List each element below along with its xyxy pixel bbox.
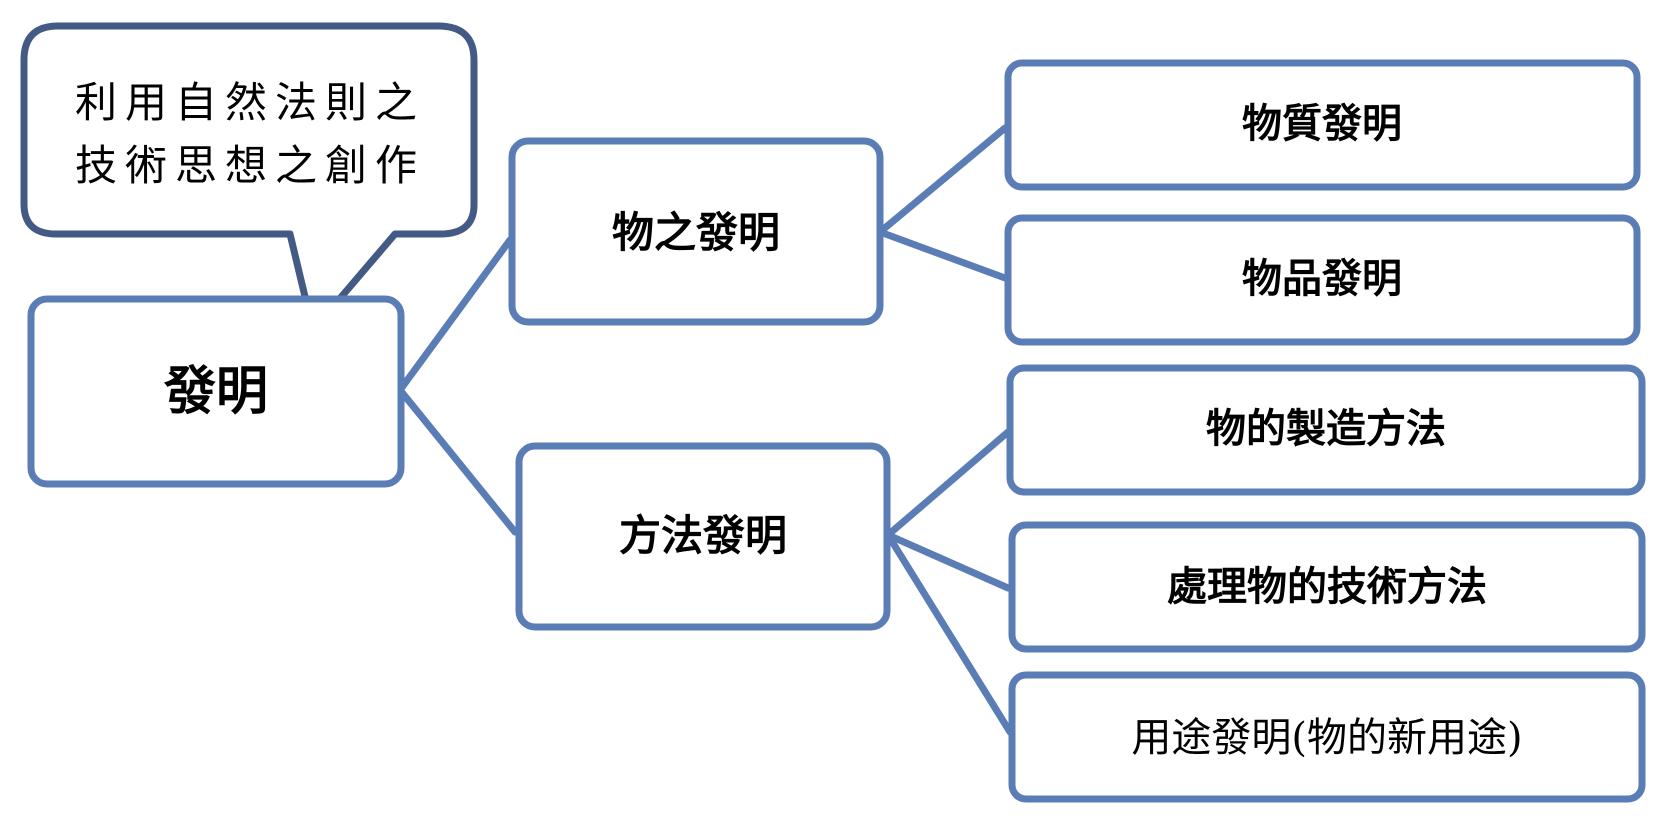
leaf-processing-method-box <box>1008 521 1646 653</box>
node-root-label: 發明 <box>163 361 268 422</box>
connector-product-substance <box>876 124 1009 236</box>
leaf-substance-invention-box <box>1004 59 1641 191</box>
node-method-invention: 方法發明 <box>515 442 891 631</box>
connectors <box>396 124 1014 736</box>
leaf-article-invention-box <box>1004 214 1641 346</box>
connector-root-method <box>396 386 519 536</box>
connector-method-processing <box>884 531 1012 592</box>
connector-root-product <box>396 236 514 394</box>
node-product-invention-label: 物之發明 <box>612 208 780 257</box>
node-method-invention-label: 方法發明 <box>619 511 787 560</box>
leaf-use-invention-box <box>1008 671 1646 803</box>
leaf-manufacturing-method: 物的製造方法 <box>1006 364 1646 496</box>
connector-method-manufacture <box>884 428 1012 539</box>
leaf-article-invention: 物品發明 <box>1004 214 1641 346</box>
node-product-invention-box <box>508 137 884 326</box>
node-product-invention: 物之發明 <box>508 137 884 326</box>
callout-text-line-1: 利用自然法則之 <box>75 78 425 127</box>
callout-text-line-2: 技術思想之創作 <box>75 141 425 190</box>
leaf-use-invention: 用途發明(物的新用途) <box>1008 671 1646 803</box>
leaf-manufacturing-method-box <box>1006 364 1646 496</box>
node-root: 發明 <box>27 295 405 488</box>
leaf-article-invention-label: 物品發明 <box>1242 255 1402 302</box>
node-method-invention-box <box>515 442 891 631</box>
callout-shape <box>20 22 478 334</box>
connector-method-use <box>884 531 1014 736</box>
leaf-use-invention-label: 用途發明(物的新用途) <box>1131 715 1522 761</box>
connector-product-article <box>876 228 1009 282</box>
callout-bubble: 利用自然法則之 技術思想之創作 <box>20 22 478 334</box>
leaf-manufacturing-method-label: 物的製造方法 <box>1206 405 1446 452</box>
leaf-processing-method: 處理物的技術方法 <box>1008 521 1646 653</box>
node-root-box <box>27 295 405 488</box>
leaf-processing-method-label: 處理物的技術方法 <box>1167 563 1487 610</box>
leaf-substance-invention: 物質發明 <box>1004 59 1641 191</box>
leaf-substance-invention-label: 物質發明 <box>1242 100 1402 147</box>
